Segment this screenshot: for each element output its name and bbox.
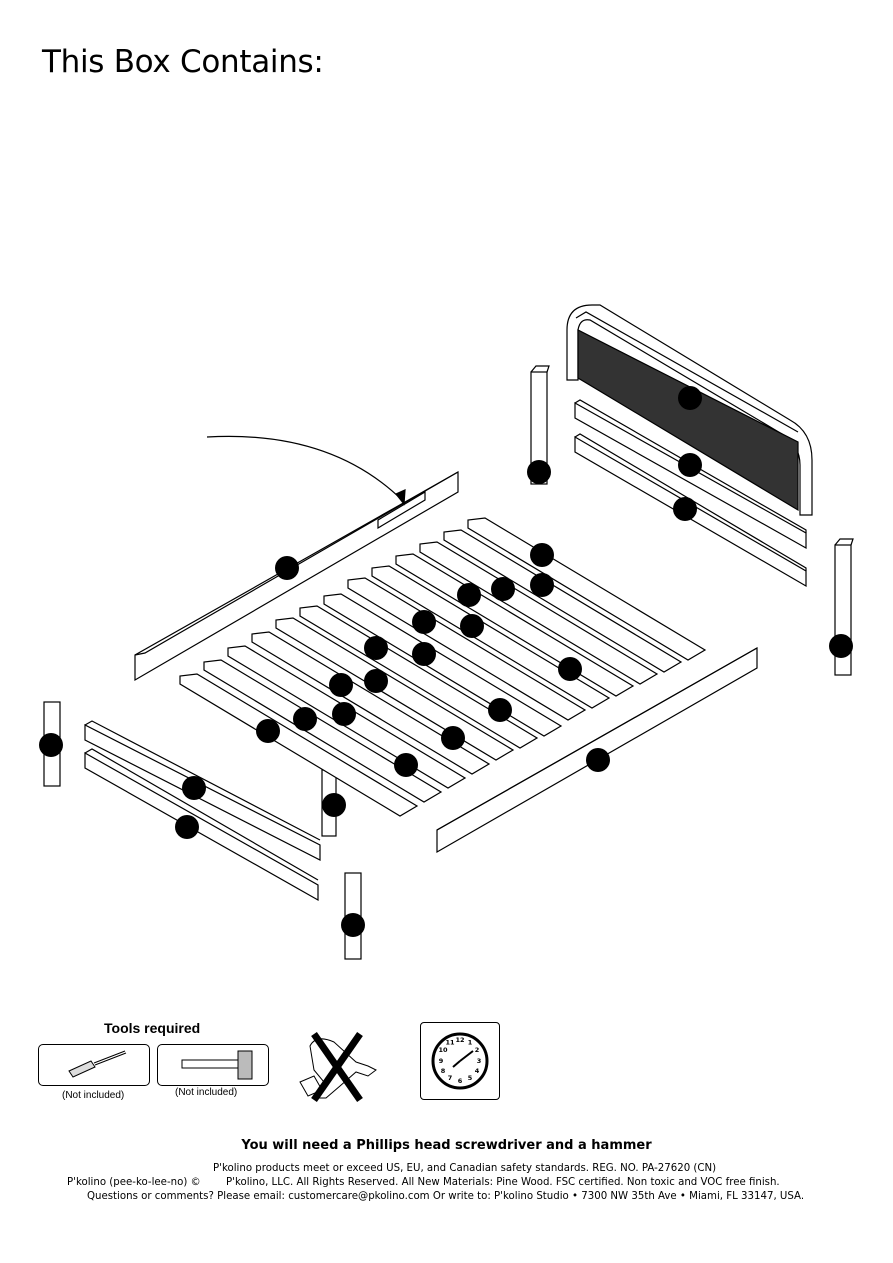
contact-line: Questions or comments? Please email: cus… (87, 1191, 805, 1202)
part-callouts (39, 386, 853, 937)
callout-dot (586, 748, 610, 772)
callout-dot (829, 634, 853, 658)
hammer-box (157, 1044, 269, 1086)
side-rail (134, 470, 459, 682)
callout-dot (412, 642, 436, 666)
callout-dot (491, 577, 515, 601)
callout-dot (332, 702, 356, 726)
safety-standards-line: P'kolino products meet or exceed US, EU,… (213, 1163, 717, 1174)
clock-icon: 12 1 2 3 4 5 6 7 8 9 10 11 (431, 1032, 489, 1090)
callout-dot (256, 719, 280, 743)
screwdriver-box (38, 1044, 150, 1086)
callout-dot (412, 610, 436, 634)
clock-number: 2 (475, 1046, 480, 1054)
screwdriver-icon (68, 1050, 127, 1078)
slats (179, 517, 707, 817)
hammer-note: (Not included) (175, 1087, 238, 1098)
pointer-arrow (206, 435, 403, 501)
page-title: This Box Contains: (42, 44, 324, 80)
callout-dot (329, 673, 353, 697)
callout-dot (39, 733, 63, 757)
callout-dot (530, 543, 554, 567)
callout-dot (364, 636, 388, 660)
bed-parts-diagram (39, 304, 854, 960)
tools-needed-note: You will need a Phillips head screwdrive… (241, 1138, 652, 1153)
callout-dot (488, 698, 512, 722)
callout-dot (394, 753, 418, 777)
crossed-out-drill-icon (299, 1031, 377, 1103)
callout-dot (527, 460, 551, 484)
clock-number: 8 (441, 1067, 446, 1075)
callout-dot (460, 614, 484, 638)
hammer-icon (181, 1050, 253, 1080)
time-box: 12 1 2 3 4 5 6 7 8 9 10 11 (420, 1022, 500, 1100)
screwdriver-note: (Not included) (62, 1090, 125, 1101)
callout-dot (322, 793, 346, 817)
callout-dot (175, 815, 199, 839)
callout-dot (341, 913, 365, 937)
clock-number: 7 (448, 1074, 453, 1082)
headboard (566, 304, 813, 516)
clock-number: 3 (477, 1057, 482, 1065)
callout-dot (457, 583, 481, 607)
callout-dot (364, 669, 388, 693)
tools-required-heading: Tools required (104, 1020, 201, 1036)
callout-dot (530, 573, 554, 597)
callout-dot (182, 776, 206, 800)
clock-number: 12 (455, 1036, 464, 1044)
clock-number: 11 (445, 1039, 455, 1047)
callout-dot (673, 497, 697, 521)
callout-dot (678, 453, 702, 477)
callout-dot (441, 726, 465, 750)
clock-number: 1 (468, 1039, 473, 1047)
clock-number: 4 (475, 1067, 480, 1075)
copyright-line: P'kolino, LLC. All Rights Reserved. All … (226, 1177, 780, 1188)
callout-dot (293, 707, 317, 731)
clock-number: 5 (468, 1074, 473, 1082)
clock-number: 9 (439, 1057, 444, 1065)
clock-number: 10 (438, 1046, 448, 1054)
callout-dot (275, 556, 299, 580)
footboard-rails (84, 720, 321, 902)
callout-dot (558, 657, 582, 681)
brand-pronunciation: P'kolino (pee-ko-lee-no) © (67, 1177, 201, 1188)
callout-dot (678, 386, 702, 410)
clock-number: 6 (458, 1077, 463, 1085)
